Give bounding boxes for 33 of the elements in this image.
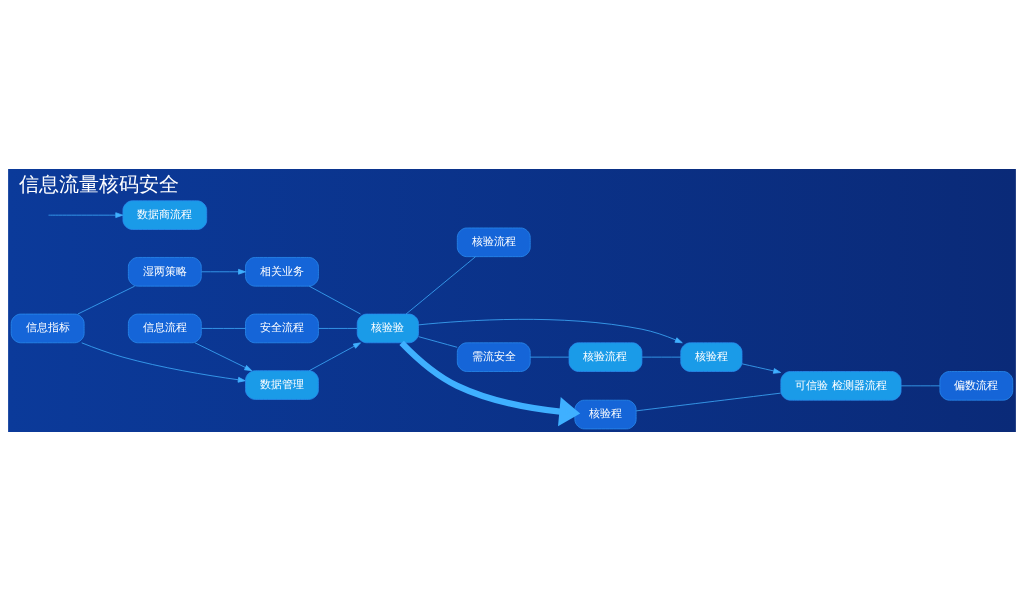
arrow <box>201 268 246 275</box>
node-box: 核验流程 <box>568 341 643 372</box>
connector <box>318 327 358 329</box>
arrow <box>308 341 361 371</box>
node-box: 安全流程 <box>245 313 319 343</box>
arrow <box>741 362 782 374</box>
node-box: 信息指标 <box>10 313 85 343</box>
node-box: 湿两策略 <box>127 256 202 287</box>
connector <box>635 392 782 411</box>
connector <box>529 356 570 357</box>
node-box: 需流安全 <box>456 341 531 372</box>
arrow <box>81 341 246 383</box>
connector <box>308 285 361 314</box>
connector <box>77 285 135 314</box>
arrow <box>194 342 253 371</box>
node-box: 偏数流程 <box>939 370 1014 401</box>
node-box: 核验流程 <box>456 227 531 257</box>
node-box: 数据管理 <box>245 369 319 400</box>
arrow <box>48 211 124 218</box>
connector <box>641 356 681 357</box>
arrow <box>418 318 683 343</box>
node-box: 数据商流程 <box>122 199 208 230</box>
node-box: 信息流程 <box>127 313 202 343</box>
node-box: 可信验 检测器流程 <box>780 370 902 401</box>
connector <box>405 255 476 314</box>
node-box: 核验程 <box>574 399 637 429</box>
connector <box>418 335 458 348</box>
diagram-title: 信息流量核码安全 <box>19 171 180 196</box>
node-box: 核验程 <box>680 341 743 372</box>
node-box: 核验验 <box>356 313 419 343</box>
connector <box>201 327 246 329</box>
node-box: 相关业务 <box>245 256 319 287</box>
connector <box>900 384 941 386</box>
